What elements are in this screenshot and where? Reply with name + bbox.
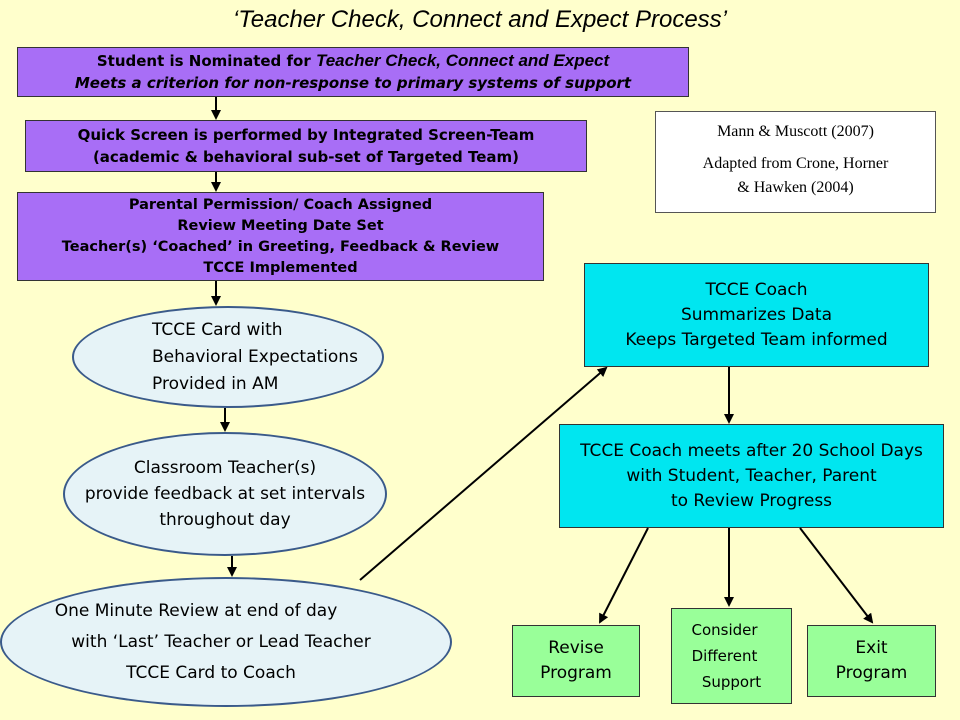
consider-line2: Different — [691, 647, 758, 665]
feedback-line1: Classroom Teacher(s) — [133, 458, 317, 478]
permission-line2: Review Meeting Date Set — [177, 217, 384, 234]
permission-box: Parental Permission/ Coach Assigned Revi… — [17, 192, 544, 281]
revise-line2: Program — [540, 663, 612, 683]
card-line1: TCCE Card with — [152, 319, 283, 340]
card-line2: Behavioral Expectations — [152, 346, 358, 367]
citation-line1: Mann & Muscott (2007) — [717, 123, 874, 140]
citation-line3: & Hawken (2004) — [737, 179, 854, 196]
consider-line1: Consider — [691, 621, 758, 639]
revise-program-box: Revise Program — [512, 625, 640, 697]
review-ellipse: One Minute Review at end of day with ‘La… — [0, 577, 452, 707]
feedback-line3: throughout day — [159, 510, 291, 530]
nomination-line1: Student is Nominated for Teacher Check, … — [96, 51, 610, 70]
quick-screen-box: Quick Screen is performed by Integrated … — [25, 120, 587, 172]
permission-line4: TCCE Implemented — [203, 259, 358, 276]
nomination-box: Student is Nominated for Teacher Check, … — [17, 47, 689, 97]
exit-line2: Program — [835, 663, 908, 683]
revise-line1: Revise — [548, 638, 604, 658]
card-line3: Provided in AM — [152, 373, 279, 394]
meeting-line3: to Review Progress — [670, 490, 833, 511]
citation-box: Mann & Muscott (2007) Adapted from Crone… — [655, 111, 936, 213]
coach-line1: TCCE Coach — [705, 279, 808, 300]
coach-line3: Keeps Targeted Team informed — [625, 329, 888, 350]
feedback-ellipse: Classroom Teacher(s) provide feedback at… — [63, 432, 387, 556]
card-ellipse: TCCE Card with Behavioral Expectations P… — [72, 306, 384, 408]
review-line3: TCCE Card to Coach — [126, 662, 296, 683]
feedback-line2: provide feedback at set intervals — [84, 484, 366, 504]
exit-line1: Exit — [855, 638, 888, 658]
consider-support-box: Consider Different Support — [671, 608, 792, 704]
coach-box: TCCE Coach Summarizes Data Keeps Targete… — [584, 263, 929, 367]
quick-screen-line1: Quick Screen is performed by Integrated … — [77, 126, 535, 144]
exit-program-box: Exit Program — [807, 625, 936, 697]
page-title: ‘Teacher Check, Connect and Expect Proce… — [232, 6, 728, 33]
coach-line2: Summarizes Data — [680, 304, 833, 325]
quick-screen-line2: (academic & behavioral sub-set of Target… — [92, 148, 520, 166]
arrow-meeting-to-revise — [599, 527, 649, 624]
review-line2: with ‘Last’ Teacher or Lead Teacher — [71, 631, 371, 652]
permission-line3: Teacher(s) ‘Coached’ in Greeting, Feedba… — [61, 238, 500, 255]
review-line1: One Minute Review at end of day — [54, 600, 338, 621]
consider-line3: Support — [701, 673, 762, 691]
permission-line1: Parental Permission/ Coach Assigned — [128, 196, 433, 213]
citation-line2: Adapted from Crone, Horner — [702, 155, 889, 172]
arrow-meeting-to-exit — [799, 527, 874, 624]
meeting-line2: with Student, Teacher, Parent — [626, 465, 877, 486]
arrow-review-to-coach — [359, 366, 608, 581]
nomination-line2: Meets a criterion for non-response to pr… — [74, 74, 632, 92]
meeting-box: TCCE Coach meets after 20 School Days wi… — [559, 424, 944, 528]
meeting-line1: TCCE Coach meets after 20 School Days — [580, 440, 923, 461]
